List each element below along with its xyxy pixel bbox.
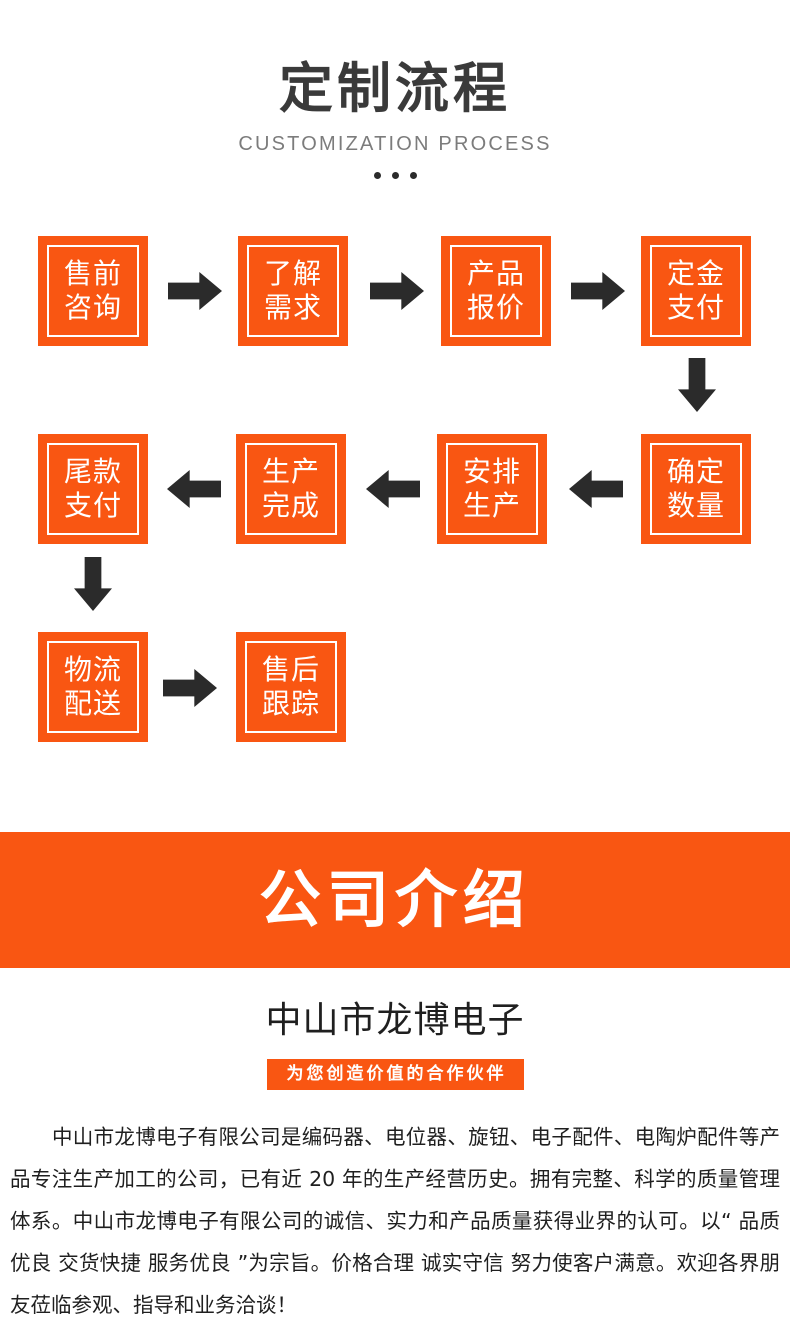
flow-step-box[interactable]: 确定数量: [641, 434, 751, 544]
flow-step-label: 定金支付: [666, 257, 725, 324]
header-dots-ornament: [0, 156, 790, 179]
flow-step-label: 尾款支付: [63, 455, 122, 522]
flow-step-box[interactable]: 安排生产: [437, 434, 547, 544]
company-tagline-badge: 为您创造价值的合作伙伴: [266, 1059, 524, 1090]
flow-step-box[interactable]: 物流配送: [38, 632, 148, 742]
company-intro-section: 中山市龙博电子 为您创造价值的合作伙伴 中山市龙博电子有限公司是编码器、电位器、…: [0, 968, 790, 1326]
company-tagline-wrap: 为您创造价值的合作伙伴: [0, 1043, 790, 1090]
arrow-left-icon: [366, 470, 420, 508]
flow-step-label: 售后跟踪: [261, 653, 320, 720]
flow-step-label: 安排生产: [462, 455, 521, 522]
flow-step-box[interactable]: 尾款支付: [38, 434, 148, 544]
box-inner-border: [247, 245, 339, 337]
process-flow-diagram: 售前咨询 了解需求 产品报价 定金支付 尾款支付 生产完成 安排生产 确定数量: [38, 236, 751, 742]
dot-icon: [409, 172, 417, 179]
page-header: 定制流程 CUSTOMIZATION PROCESS: [0, 0, 790, 179]
flow-step-box[interactable]: 生产完成: [236, 434, 346, 544]
flow-step-label: 生产完成: [261, 455, 320, 522]
arrow-right-icon: [370, 272, 424, 310]
box-inner-border: [446, 443, 538, 535]
arrow-right-icon: [168, 272, 222, 310]
arrow-right-icon: [571, 272, 625, 310]
company-intro-banner: 公司介绍: [0, 832, 790, 968]
box-inner-border: [47, 245, 139, 337]
flow-step-box[interactable]: 定金支付: [641, 236, 751, 346]
arrow-left-icon: [569, 470, 623, 508]
flow-step-box[interactable]: 了解需求: [238, 236, 348, 346]
box-inner-border: [245, 641, 337, 733]
flow-step-box[interactable]: 产品报价: [441, 236, 551, 346]
page-title: 定制流程: [279, 57, 511, 120]
box-inner-border: [47, 641, 139, 733]
arrow-left-icon: [167, 470, 221, 508]
arrow-down-icon: [678, 358, 716, 412]
flow-step-label: 售前咨询: [63, 257, 122, 324]
flow-step-label: 物流配送: [63, 653, 122, 720]
box-inner-border: [650, 443, 742, 535]
company-description: 中山市龙博电子有限公司是编码器、电位器、旋钮、电子配件、电陶炉配件等产品专注生产…: [10, 1125, 780, 1317]
flow-step-box[interactable]: 售前咨询: [38, 236, 148, 346]
box-inner-border: [650, 245, 742, 337]
dot-icon: [391, 172, 399, 179]
box-inner-border: [47, 443, 139, 535]
box-inner-border: [450, 245, 542, 337]
flow-step-box[interactable]: 售后跟踪: [236, 632, 346, 742]
flow-step-label: 确定数量: [666, 455, 725, 522]
dot-icon: [373, 172, 381, 179]
arrow-right-icon: [163, 669, 217, 707]
box-inner-border: [245, 443, 337, 535]
flow-step-label: 产品报价: [466, 257, 525, 324]
flow-step-label: 了解需求: [263, 257, 322, 324]
company-name: 中山市龙博电子: [265, 1000, 525, 1041]
banner-title: 公司介绍: [258, 863, 531, 936]
arrow-down-icon: [74, 557, 112, 611]
page-subtitle: CUSTOMIZATION PROCESS: [238, 133, 552, 155]
